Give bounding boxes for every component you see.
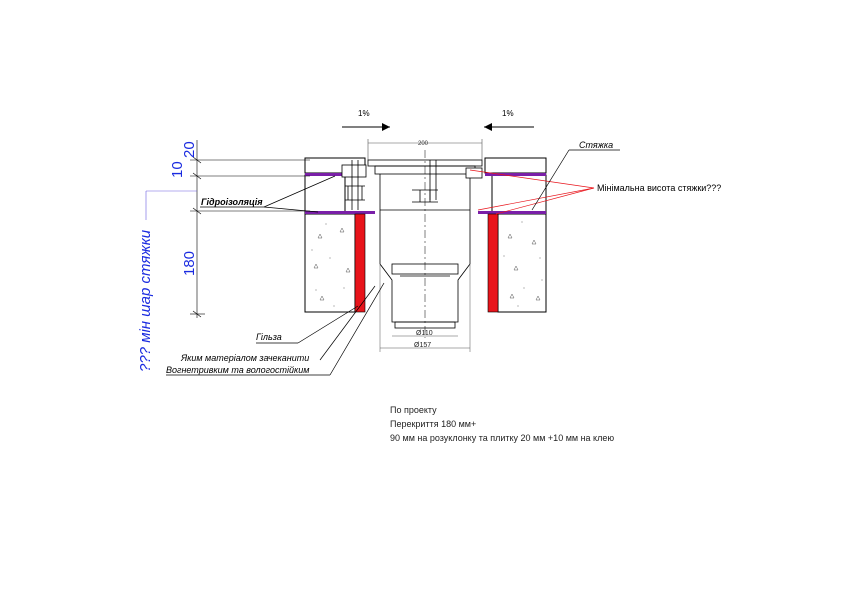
waterproofing-label: Гідроізоляція bbox=[201, 197, 263, 207]
vertical-dimension-chain bbox=[190, 140, 310, 318]
screed-label: Стяжка bbox=[579, 140, 613, 150]
sleeve-label: Гільза bbox=[256, 332, 282, 342]
outer-diameter-label: Ø157 bbox=[414, 342, 431, 349]
note-line-1: По проекту bbox=[390, 405, 437, 415]
seal-question-label: Яким матеріалом зачеканити bbox=[180, 353, 309, 363]
dim-180-label: 180 bbox=[181, 251, 198, 276]
inner-diameter-label: Ø110 bbox=[416, 330, 433, 337]
seal-answer-label: Вогнетривким та вологостійким bbox=[166, 365, 309, 375]
top-dimension-label: 200 bbox=[418, 141, 429, 147]
sleeve-left bbox=[354, 213, 366, 313]
slope-right-label: 1% bbox=[502, 109, 514, 118]
drain-body bbox=[341, 150, 483, 338]
slope-left-label: 1% bbox=[358, 109, 370, 118]
slope-arrow-right bbox=[484, 123, 534, 131]
min-screed-layer-label: ??? мін шар стяжки bbox=[137, 229, 154, 372]
note-line-2: Перекриття 180 мм+ bbox=[390, 419, 477, 429]
top-dimension bbox=[367, 139, 483, 160]
diameter-dimensions bbox=[379, 264, 471, 352]
slope-arrow-left bbox=[342, 123, 390, 131]
dim-20-label: 20 bbox=[181, 141, 198, 158]
min-height-leaders bbox=[469, 169, 595, 215]
concrete-slab bbox=[304, 213, 547, 313]
min-height-label: Мінімальна висота стяжки??? bbox=[597, 183, 721, 193]
sleeve-right bbox=[487, 213, 499, 313]
waterproofing-membrane bbox=[305, 173, 546, 214]
min-layer-bracket bbox=[145, 190, 197, 220]
dim-10-label: 10 bbox=[169, 161, 186, 178]
note-line-3: 90 мм на розуклонку та плитку 20 мм +10 … bbox=[390, 433, 615, 443]
annotation-leaders bbox=[166, 149, 620, 376]
